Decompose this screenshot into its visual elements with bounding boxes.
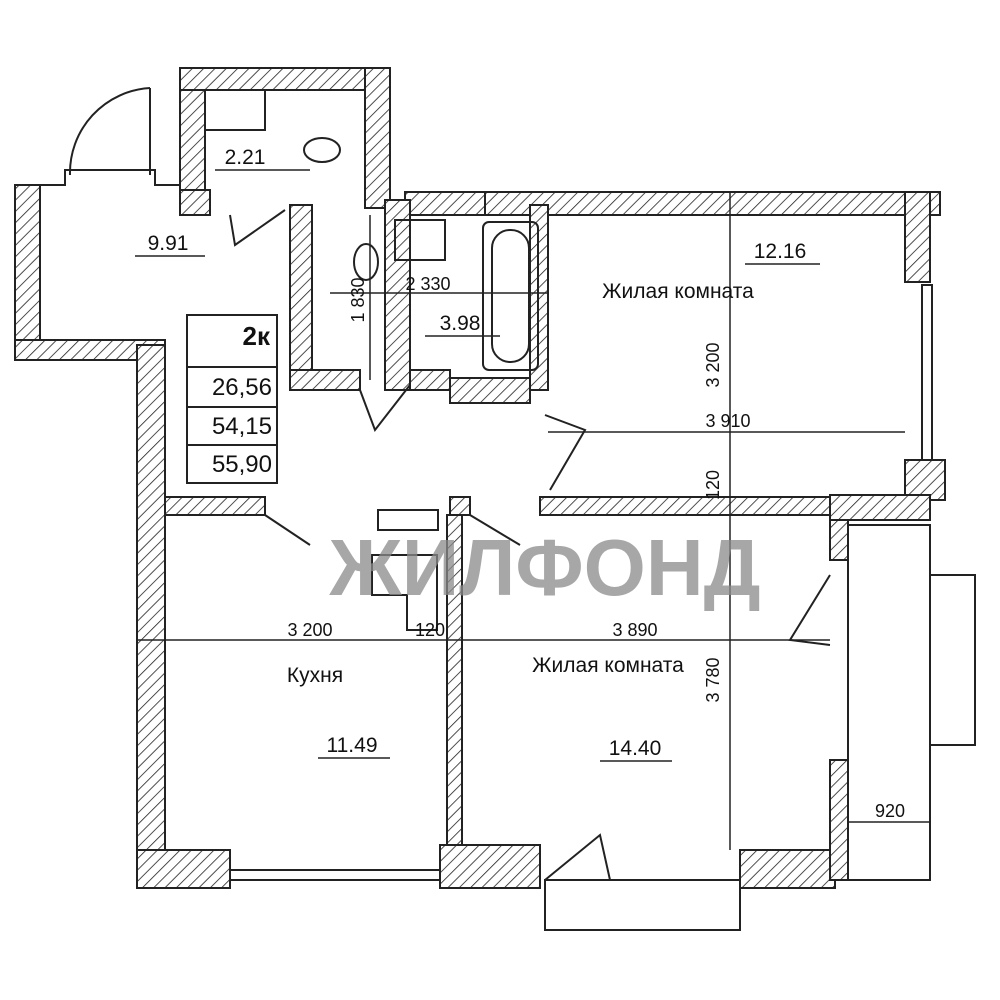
area-summary-table	[186, 314, 278, 484]
toilet-bath	[353, 243, 379, 281]
wc-area: 2.21	[225, 146, 266, 169]
room1-label: Жилая комната	[602, 280, 754, 303]
toilet	[303, 137, 341, 163]
fixtures	[68, 87, 831, 881]
room-count: 2к	[243, 321, 271, 351]
dimension-lines	[137, 192, 930, 850]
living-area: 26,56	[212, 374, 272, 401]
room1-area: 12.16	[754, 240, 807, 263]
room2-area: 14.40	[609, 737, 662, 760]
stove	[377, 509, 439, 531]
bathtub	[482, 221, 539, 371]
room2-label: Жилая комната	[532, 654, 684, 677]
washbasin	[204, 89, 266, 131]
total-area-balcony: 55,90	[212, 451, 272, 478]
dim-bath-depth: 1 830	[348, 277, 368, 322]
dim-kitchen-width: 3 200	[287, 620, 332, 640]
washbasin-bath	[394, 219, 446, 261]
dim-room1-depth: 3 200	[703, 342, 723, 387]
dim-wall-2: 120	[415, 620, 445, 640]
kitchen-area: 11.49	[327, 734, 378, 757]
dim-bath-width: 2 330	[405, 274, 450, 294]
kitchen-label: Кухня	[287, 664, 343, 687]
area-underlines	[135, 169, 820, 762]
total-area: 54,15	[212, 413, 272, 440]
walls	[14, 67, 976, 931]
dim-room1-width: 3 910	[705, 411, 750, 431]
entrance-door	[68, 87, 151, 176]
dim-room2-width: 3 890	[612, 620, 657, 640]
dim-room2-depth: 3 780	[703, 657, 723, 702]
kitchen-sink	[371, 554, 438, 631]
dim-balcony-width: 920	[875, 801, 905, 821]
watermark: ЖИЛФОНД	[328, 523, 760, 612]
hall-area: 9.91	[148, 232, 189, 255]
dim-wall-1: 120	[703, 470, 723, 500]
bath-area: 3.98	[440, 312, 481, 335]
